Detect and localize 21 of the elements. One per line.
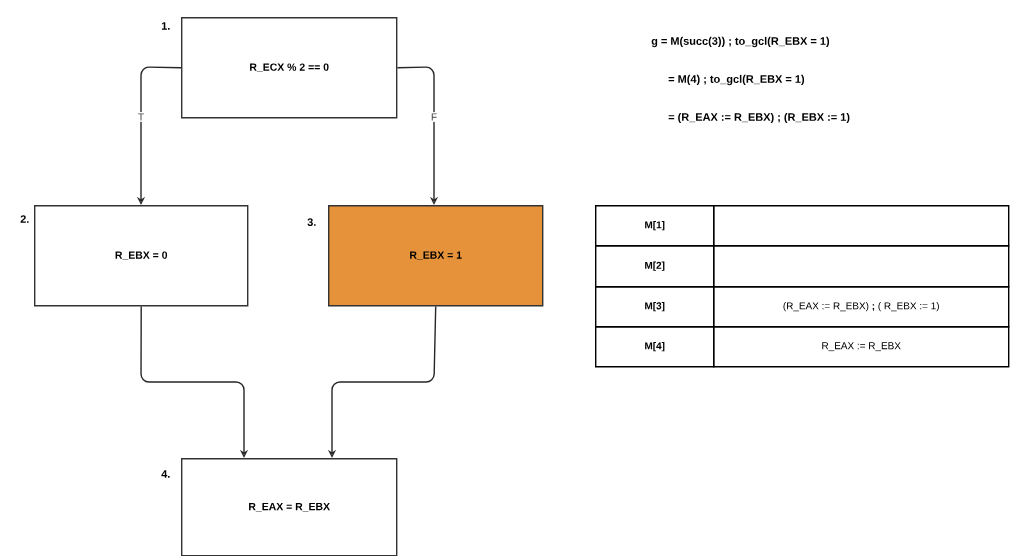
equation-line: g = M(succ(3)) ; to_gcl(R_EBX = 1) <box>651 36 830 48</box>
edge-label: F <box>429 112 439 122</box>
table-cell: R_EAX := R_EBX <box>713 326 1010 368</box>
process-box: R_EBX = 0 2. <box>20 205 249 307</box>
process-box: R_ECX % 2 == 0 1. <box>161 17 398 119</box>
table-cell: M[4] <box>595 326 715 368</box>
node-label: 3. <box>307 218 316 226</box>
table-cell: M[3] <box>595 286 715 328</box>
edge-label: T <box>136 112 146 122</box>
process-box: R_EBX = 1 3. <box>307 205 544 307</box>
node-label: 4. <box>161 470 170 478</box>
arrow <box>140 305 249 458</box>
equation-line: = M(4) ; to_gcl(R_EBX = 1) <box>668 74 805 86</box>
equation-line: = (R_EAX := R_EBX) ; (R_EBX := 1) <box>668 112 850 124</box>
process-box: R_EAX = R_EBX 4. <box>161 458 398 556</box>
node-label: 2. <box>20 215 29 223</box>
table-cell: M[2] <box>595 245 715 288</box>
table-cell: M[1] <box>595 205 715 247</box>
arrow <box>396 66 439 205</box>
node-label: 1. <box>161 22 170 30</box>
table-cell: (R_EAX := R_EBX) ; ( R_EBX := 1) <box>713 286 1010 328</box>
